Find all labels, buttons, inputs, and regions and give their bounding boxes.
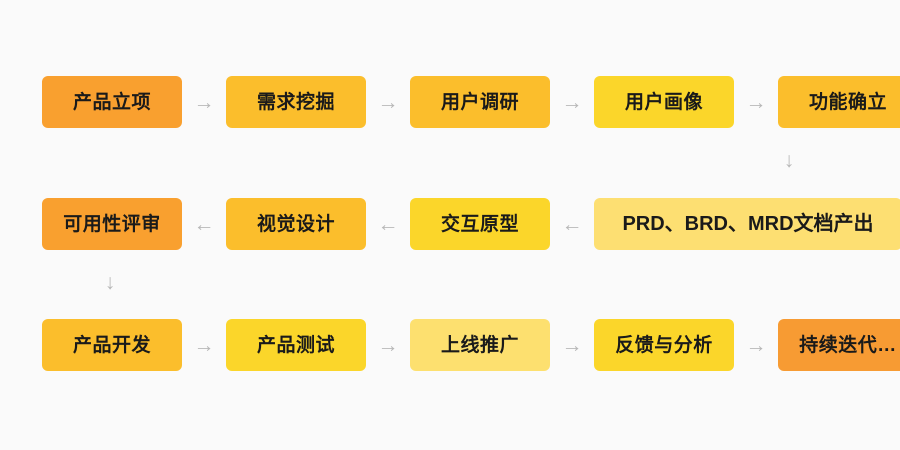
- flow-node-label: 持续迭代…: [799, 334, 897, 356]
- arrow-right-icon: →: [745, 333, 767, 357]
- arrow-left-icon: ←: [193, 212, 215, 236]
- arrow-left-icon: ←: [377, 212, 399, 236]
- flow-node-label: 功能确立: [808, 91, 887, 113]
- flow-node-feature-definition[interactable]: 功能确立: [778, 76, 900, 128]
- flow-node-label: 用户画像: [624, 91, 703, 113]
- flow-node-label: PRD、BRD、MRD文档产出: [622, 213, 874, 235]
- flow-node-feedback-analysis[interactable]: 反馈与分析: [594, 319, 734, 371]
- flow-node-product-development[interactable]: 产品开发: [42, 319, 182, 371]
- flow-node-launch-promotion[interactable]: 上线推广: [410, 319, 550, 371]
- arrow-left-icon: ←: [561, 212, 583, 236]
- flow-node-label: 用户调研: [440, 91, 519, 113]
- arrow-right-icon: →: [377, 90, 399, 114]
- arrow-right-icon: →: [561, 90, 583, 114]
- flow-node-visual-design[interactable]: 视觉设计: [226, 198, 366, 250]
- flow-node-label: 视觉设计: [256, 213, 335, 235]
- flow-node-product-testing[interactable]: 产品测试: [226, 319, 366, 371]
- arrow-right-icon: →: [193, 333, 215, 357]
- flow-node-label: 产品测试: [256, 334, 335, 356]
- flow-node-label: 上线推广: [440, 334, 519, 356]
- flow-node-user-research[interactable]: 用户调研: [410, 76, 550, 128]
- flow-node-requirement-mining[interactable]: 需求挖掘: [226, 76, 366, 128]
- flow-node-label: 产品立项: [72, 91, 151, 113]
- flow-node-label: 产品开发: [72, 334, 151, 356]
- arrow-right-icon: →: [561, 333, 583, 357]
- flow-node-user-persona[interactable]: 用户画像: [594, 76, 734, 128]
- arrow-right-icon: →: [193, 90, 215, 114]
- flow-node-interaction-prototype[interactable]: 交互原型: [410, 198, 550, 250]
- flow-node-label: 反馈与分析: [615, 334, 713, 356]
- arrow-down-icon-right: ↓: [783, 148, 795, 172]
- flow-node-label: 交互原型: [440, 213, 519, 235]
- flow-node-continuous-iteration[interactable]: 持续迭代…: [778, 319, 900, 371]
- flow-row-2: 可用性评审 ← 视觉设计 ← 交互原型 ← PRD、BRD、MRD文档产出: [0, 198, 900, 250]
- arrow-down-icon-left: ↓: [104, 270, 116, 294]
- flow-node-label: 需求挖掘: [256, 91, 335, 113]
- flow-node-document-output[interactable]: PRD、BRD、MRD文档产出: [594, 198, 900, 250]
- flow-node-usability-review[interactable]: 可用性评审: [42, 198, 182, 250]
- arrow-right-icon: →: [745, 90, 767, 114]
- flow-node-label: 可用性评审: [63, 213, 161, 235]
- flow-node-product-initiation[interactable]: 产品立项: [42, 76, 182, 128]
- flow-row-1: 产品立项 → 需求挖掘 → 用户调研 → 用户画像 → 功能确立: [0, 76, 900, 128]
- arrow-right-icon: →: [377, 333, 399, 357]
- flow-row-3: 产品开发 → 产品测试 → 上线推广 → 反馈与分析 → 持续迭代…: [0, 319, 900, 371]
